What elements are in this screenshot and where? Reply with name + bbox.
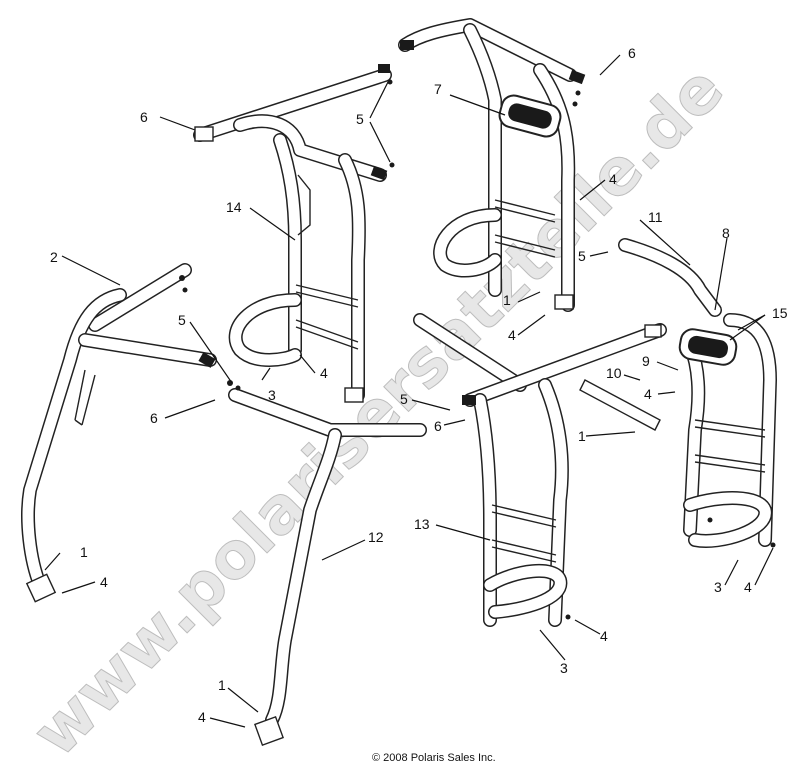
left-front-cage <box>21 263 427 746</box>
callout-6c: 6 <box>150 410 158 426</box>
callout-3b: 3 <box>560 660 568 676</box>
callout-1c: 1 <box>503 292 511 308</box>
callout-14: 14 <box>226 199 242 215</box>
callout-4g: 4 <box>600 628 608 644</box>
callout-5a: 5 <box>356 111 364 127</box>
callout-5c: 5 <box>578 248 586 264</box>
callout-4a: 4 <box>320 365 328 381</box>
callout-10: 10 <box>606 365 622 381</box>
middle-rear-cage <box>193 64 395 403</box>
top-rear-cage <box>398 18 586 312</box>
callout-1b: 1 <box>218 677 226 693</box>
callout-2: 2 <box>50 249 58 265</box>
callout-4b: 4 <box>100 574 108 590</box>
callout-4d: 4 <box>508 327 516 343</box>
callout-8: 8 <box>722 225 730 241</box>
callout-4c: 4 <box>198 709 206 725</box>
callout-12: 12 <box>368 529 384 545</box>
callout-13: 13 <box>414 516 430 532</box>
callout-9: 9 <box>642 353 650 369</box>
copyright-notice: © 2008 Polaris Sales Inc. <box>372 752 496 764</box>
callout-3c: 3 <box>714 579 722 595</box>
callout-6a: 6 <box>140 109 148 125</box>
callout-11: 11 <box>648 209 663 225</box>
right-cage <box>618 238 777 548</box>
callout-15: 15 <box>772 305 788 321</box>
callout-4e: 4 <box>609 171 617 187</box>
callout-leaders <box>44 54 774 728</box>
callout-5d: 5 <box>400 391 408 407</box>
callout-6b: 6 <box>628 45 636 61</box>
callout-1a: 1 <box>80 544 88 560</box>
callout-3a: 3 <box>268 387 276 403</box>
callout-4f: 4 <box>644 386 652 402</box>
callout-4h: 4 <box>744 579 752 595</box>
callout-5b: 5 <box>178 312 186 328</box>
callout-labels: 2 6 5 14 7 6 11 8 15 5 6 3 4 13 12 1 4 1… <box>50 45 788 725</box>
center-front-cage <box>413 313 667 627</box>
callout-7: 7 <box>434 81 442 97</box>
callout-6d: 6 <box>434 418 442 434</box>
callout-1d: 1 <box>578 428 586 444</box>
